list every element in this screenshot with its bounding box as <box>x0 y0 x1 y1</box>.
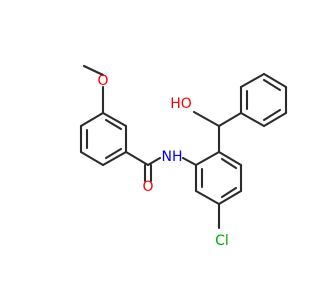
bond-ch-phenyl <box>217 111 243 128</box>
bond-carbonyl-n <box>146 156 162 167</box>
bond-n-ring <box>181 156 198 167</box>
ring-c-bond-3 <box>262 72 288 89</box>
ring-c-bond-2 <box>239 72 266 89</box>
ring-a-double-2 <box>104 147 123 160</box>
ring-a-bond-6 <box>79 111 105 128</box>
ring-b-double-3 <box>220 157 238 170</box>
ring-b-bond-5 <box>217 150 243 167</box>
ring-b-bond-6 <box>194 150 221 167</box>
hydroxyl-label: HO <box>170 96 192 112</box>
carbonyl-oxygen-label: O <box>142 179 153 195</box>
bonds <box>79 64 288 230</box>
ring-a-double-1 <box>104 118 123 131</box>
ring-b-bond-3 <box>217 189 243 206</box>
ring-a-bond-3 <box>101 150 128 167</box>
ring-a-bond-1 <box>101 111 128 128</box>
bond-ring-carbonyl <box>124 150 150 167</box>
ring-c-bond-6 <box>239 111 266 128</box>
ring-c-bond-5 <box>262 111 288 128</box>
bond-ch-oh <box>192 110 221 128</box>
ring-c-double-3 <box>262 108 282 122</box>
molecule-canvas: O O NH HO Cl <box>79 64 288 249</box>
ring-b-double-2 <box>220 186 238 199</box>
methoxy-oxygen-label: O <box>97 73 108 89</box>
ring-b-bond-2 <box>194 189 221 206</box>
ring-c-double-2 <box>262 78 282 92</box>
amide-nh-label: NH <box>162 149 183 165</box>
atom-labels: O O NH HO Cl <box>97 73 228 249</box>
chlorine-label: Cl <box>215 233 229 249</box>
ring-a-bond-4 <box>79 150 105 167</box>
bond-ch3-o <box>82 64 105 77</box>
structure-diagram: O O NH HO Cl <box>79 64 288 249</box>
